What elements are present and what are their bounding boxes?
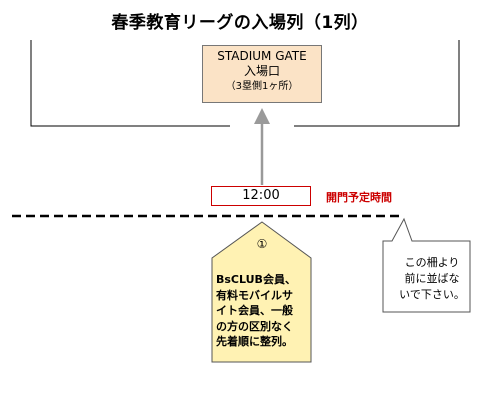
stadium-wall-right <box>294 40 460 127</box>
opening-time-label: 開門予定時間 <box>326 191 392 204</box>
stadium-wall-left <box>30 40 230 127</box>
stadium-gate-box: STADIUM GATE 入場口 （3塁側1ヶ所） <box>202 45 322 103</box>
gate-entrance-label: 入場口 <box>243 64 280 78</box>
page-title: 春季教育リーグの入場列（1列） <box>111 13 369 33</box>
queue-marker <box>211 221 312 363</box>
queue-number: ① <box>256 237 268 251</box>
fence-callout-bubble <box>382 217 471 313</box>
queue-line: 有料モバイルサ <box>216 288 293 302</box>
queue-line: イト会員、一般 <box>216 304 293 317</box>
queue-line: BsCLUB会員、 <box>216 273 296 286</box>
fence-callout-text: この柵より 前に並ばな いで下さい。 <box>388 255 476 303</box>
callout-line: この柵より <box>404 256 460 269</box>
callout-line: 前に並ばな <box>404 272 460 285</box>
callout-line: いで下さい。 <box>399 288 465 301</box>
queue-line: の方の区別なく <box>216 319 293 333</box>
opening-time: 12:00 <box>211 186 311 206</box>
gate-name: STADIUM GATE <box>217 49 307 63</box>
gate-location-note: （3塁側1ヶ所） <box>225 81 299 92</box>
entry-arrow-head <box>254 108 270 124</box>
queue-description: BsCLUB会員、 有料モバイルサ イト会員、一般 の方の区別なく 先着順に整列… <box>216 272 308 350</box>
queue-line: 先着順に整列。 <box>216 335 293 348</box>
